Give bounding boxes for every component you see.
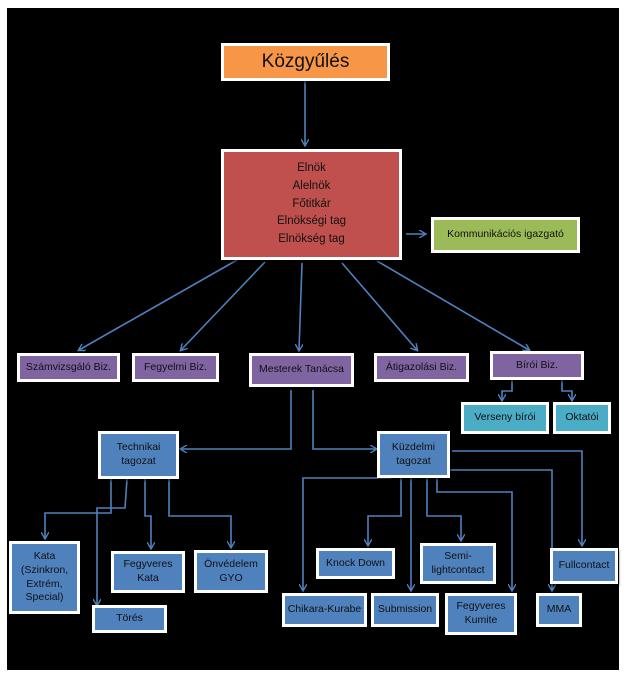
node-semi: Semi- lightcontact [420,543,496,584]
node-technikai: Technikai tagozat [98,431,179,479]
node-mma: MMA [536,593,582,627]
node-fegyveres-kumite: Fegyveres Kumite [445,593,517,635]
connector-biroi-verseny [502,380,513,400]
node-submission: Submission [371,593,439,627]
node-mesterek: Mesterek Tanácsa [249,353,354,387]
org-chart-canvas: Közgyűlés Elnök Alelnök Főtitkár Elnöksé… [7,8,619,670]
connector-leadership-atigazolasi [341,262,417,350]
connector-leadership-biroi [376,260,529,350]
connector-kuzdelmi-fullcontact [452,450,582,545]
connector-kuzdelmi-semi [426,478,461,540]
connector-kuzdelmi-fegyveres-kumite [436,478,512,590]
node-biroi: Bírói Biz. [490,351,584,380]
node-szamvizsgalo: Számvizsgáló Biz. [17,353,120,382]
node-kommunikacio: Kommunikációs igazgató [431,217,580,253]
node-fegyelmi: Fegyelmi Biz. [132,353,219,382]
node-kata: Kata (Szinkron, Extrém, Special) [9,541,80,614]
node-kozgyules: Közgyűlés [221,43,390,81]
node-tores: Törés [92,605,167,633]
connector-mesterek-kuzdelmi [312,390,376,449]
node-fullcontact: Fullcontact [550,548,618,584]
connector-mesterek-technikai [181,390,292,449]
connector-technikai-onvedelem [168,479,231,547]
node-atigazolasi: Átigazolási Biz. [374,353,469,382]
connector-kuzdelmi-chikara [303,477,391,590]
node-verseny-biroi: Verseny bírói [461,402,549,434]
node-oktatoi: Oktatói [553,402,611,434]
connector-technikai-tores [97,478,128,605]
node-fegyveres-kata: Fegyveres Kata [111,551,185,593]
node-knock-down: Knock Down [316,548,395,579]
connector-technikai-fegyveres-kata [144,479,151,548]
node-kuzdelmi: Küzdelmi tagozat [377,431,450,478]
connector-biroi-oktatoi [561,380,572,400]
connector-kuzdelmi-knock-down [368,478,402,545]
connector-technikai-kata [45,479,112,538]
connector-leadership-fegyelmi [181,261,266,350]
connector-leadership-szamvizsgalo [79,259,238,350]
connector-leadership-mesterek [299,262,302,350]
node-chikara: Chikara-Kurabe [282,593,367,627]
connector-layer [7,81,619,670]
node-leadership: Elnök Alelnök Főtitkár Elnökségi tag Eln… [221,149,402,260]
node-onvedelem: Önvédelem GYO [194,550,268,593]
